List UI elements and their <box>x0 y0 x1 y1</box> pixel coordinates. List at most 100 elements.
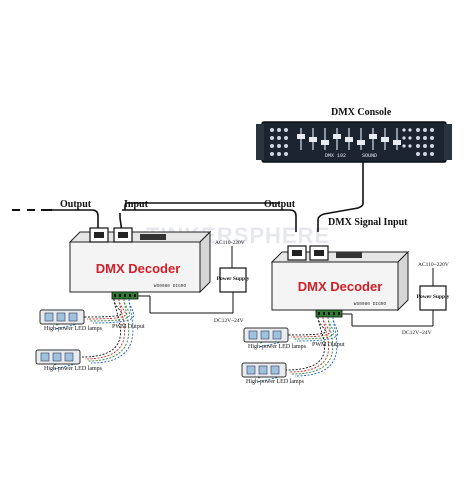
signal-wires <box>52 162 364 233</box>
console-button <box>423 152 427 156</box>
pwm-wire <box>296 316 339 342</box>
wire-output-left <box>52 209 99 232</box>
console-led <box>402 144 406 148</box>
console-button <box>416 128 420 132</box>
pwm-wire <box>294 316 338 377</box>
console-fader-track <box>360 128 362 150</box>
decoder-1-title: DMX Decoder <box>96 261 181 276</box>
terminal-pin <box>119 294 121 297</box>
pwm-wire <box>288 316 329 373</box>
lamp-label-2a: High-power LED lamps <box>248 344 307 350</box>
led-chip <box>64 352 74 362</box>
wire-decoder1-to-decoder2 <box>122 209 297 232</box>
dmx-console: DMX Console DMX 192 SOUND <box>256 107 452 163</box>
decoder-1-ac-label: AC110-220V <box>215 240 245 246</box>
lamp-label-1a: High-power LED lamps <box>44 326 103 332</box>
wire-corner <box>124 202 280 210</box>
console-button <box>430 128 434 132</box>
decoder-2-dc-label: DC12V~24V <box>402 330 432 336</box>
terminal-pin <box>323 312 325 315</box>
label-dmx-signal-input: DMX Signal Input <box>328 217 408 228</box>
decoder-2-title: DMX Decoder <box>298 279 383 294</box>
console-fader-knob <box>357 140 365 145</box>
console-fader-knob <box>309 137 317 142</box>
console-button <box>284 152 288 156</box>
console-button <box>430 144 434 148</box>
pwm-output-1: PWM Output <box>112 324 145 330</box>
dmx-decoder-2: DMX Decoder WS0080 DIGRO <box>270 245 410 318</box>
terminal-pin <box>318 312 320 315</box>
decoder-1-model: WS0080 DIGRO <box>154 283 187 289</box>
console-button <box>430 152 434 156</box>
console-button <box>277 144 281 148</box>
pwm-wire <box>84 298 125 360</box>
led-chip <box>270 365 280 375</box>
console-panel-text: DMX 192 <box>325 153 346 159</box>
console-button <box>270 128 274 132</box>
console-button <box>277 136 281 140</box>
console-fader-track <box>396 128 398 150</box>
led-chip <box>52 352 62 362</box>
console-button <box>416 144 420 148</box>
lamp-group-1: PWM Output High-power LED lamps High-pow… <box>35 298 145 372</box>
lamp-label-1b: High-power LED lamps <box>44 366 103 372</box>
console-led <box>402 128 406 132</box>
led-chip <box>246 365 256 375</box>
console-led <box>402 136 406 140</box>
terminal-pin <box>134 294 136 297</box>
led-chip <box>40 352 50 362</box>
console-fader-knob <box>369 134 377 139</box>
pwm-output-2: PWM Output <box>312 342 345 348</box>
led-chip <box>272 330 282 340</box>
terminal-pin <box>129 294 131 297</box>
pwm-wire <box>86 298 126 320</box>
led-chip <box>44 312 54 322</box>
pwm-wire <box>83 298 122 318</box>
console-fader-knob <box>321 140 329 145</box>
wire-console-to-decoder2 <box>317 162 364 232</box>
console-button <box>277 152 281 156</box>
power-supply-1: AC110-220V Power Supply DC12V~24V <box>138 240 250 324</box>
label-output-left: Output <box>60 199 92 210</box>
led-chip <box>56 312 66 322</box>
terminal-pin <box>338 312 340 315</box>
decoder-1-dc-label: DC12V~24V <box>214 318 244 324</box>
console-button <box>284 144 288 148</box>
console-fader-track <box>324 128 326 150</box>
console-fader-knob <box>333 134 341 139</box>
console-button <box>284 136 288 140</box>
console-fader-knob <box>297 134 305 139</box>
console-button <box>270 144 274 148</box>
led-chip <box>248 330 258 340</box>
power-supply-2-label: Power Supply <box>417 294 450 300</box>
label-output-mid: Output <box>264 199 296 210</box>
console-button <box>423 128 427 132</box>
console-button <box>270 136 274 140</box>
lamp-label-2b: High-power LED lamps <box>246 379 305 385</box>
power-supply-1-label: Power Supply <box>217 276 250 282</box>
pwm-wire <box>287 316 326 336</box>
led-chip <box>68 312 78 322</box>
terminal-pin <box>328 312 330 315</box>
wire-input-left <box>119 213 123 233</box>
terminal-pin <box>114 294 116 297</box>
pwm-wire <box>285 316 325 371</box>
console-led <box>408 128 412 132</box>
power-supply-2: AC110~220V Power Supply DC12V~24V <box>342 262 450 336</box>
led-chip <box>258 365 268 375</box>
terminal-pin <box>124 294 126 297</box>
console-button <box>423 136 427 140</box>
console-button <box>416 152 420 156</box>
console-button <box>430 136 434 140</box>
pwm-wire <box>87 298 130 362</box>
console-button <box>423 144 427 148</box>
label-input-left: Input <box>124 199 149 210</box>
pwm-wire <box>92 298 135 324</box>
console-button <box>277 128 281 132</box>
console-led <box>408 136 412 140</box>
decoder-2-ac-label: AC110~220V <box>418 262 449 268</box>
led-chip <box>260 330 270 340</box>
dmx-decoder-1: DMX Decoder WS0080 DIGRO <box>68 227 212 300</box>
pwm-wire <box>290 316 330 338</box>
